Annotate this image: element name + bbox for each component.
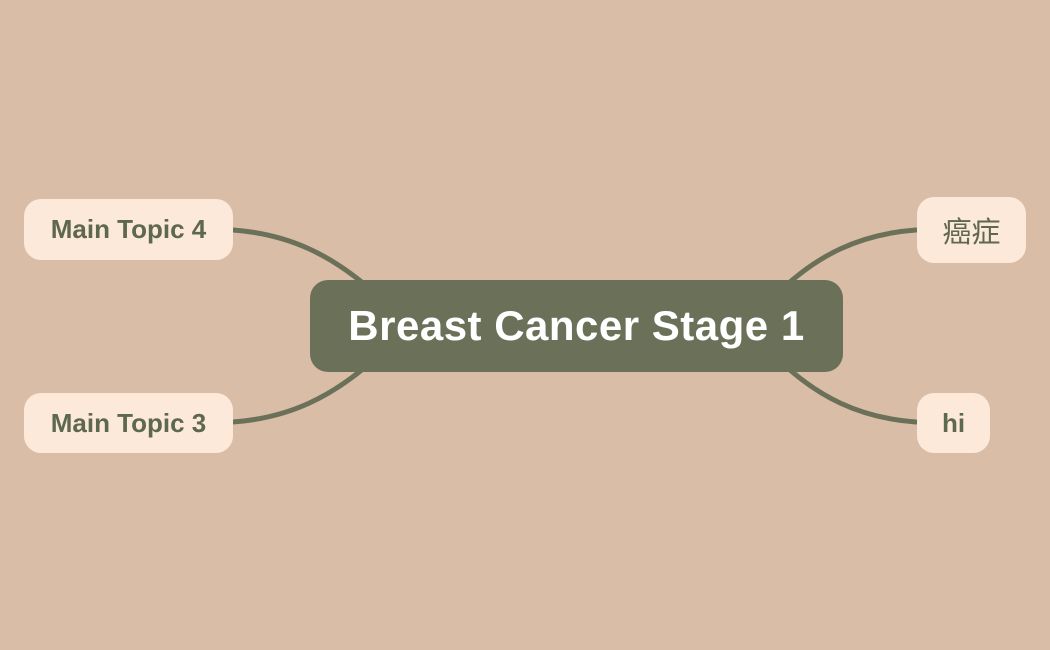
branch-node-label: 癌症 (942, 217, 1001, 249)
branch-node-label: Main Topic 4 (50, 214, 207, 244)
branch-node-label: Main Topic 3 (50, 407, 207, 438)
branch-node-label: hi (941, 407, 966, 438)
branch-node-main-topic-3[interactable]: Main Topic 3 (24, 393, 233, 453)
root-node-label: Breast Cancer Stage 1 (348, 302, 805, 349)
root-node[interactable]: Breast Cancer Stage 1 (310, 280, 843, 372)
branch-node-hi[interactable]: hi (917, 393, 990, 453)
branch-node-cancer-zh[interactable]: 癌症 (917, 197, 1026, 263)
branch-node-main-topic-4[interactable]: Main Topic 4 (24, 199, 233, 260)
